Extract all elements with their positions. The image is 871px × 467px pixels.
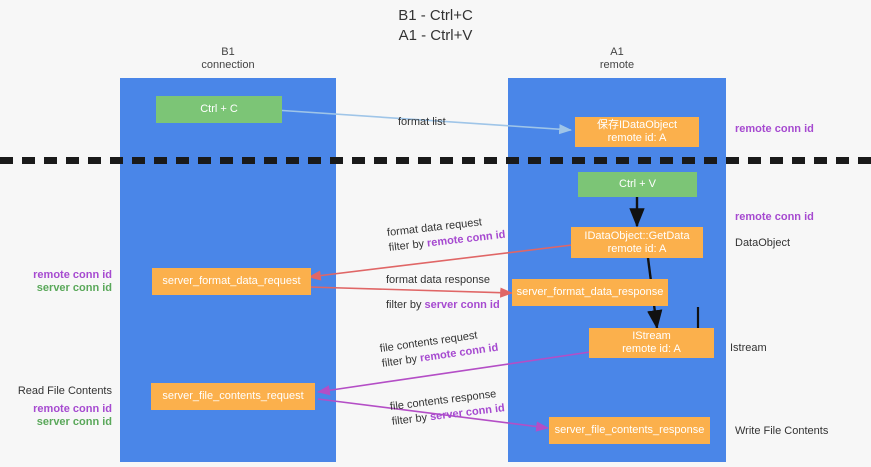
node-server-format-data-response[interactable]: server_format_data_response — [512, 279, 668, 306]
label-left-server-conn-id-bottom: server conn id — [36, 416, 112, 428]
node-server-format-data-request[interactable]: server_format_data_request — [152, 268, 311, 295]
caption-format-data-request: format data request filter by remote con… — [386, 213, 506, 256]
column-header-a1: A1 remote — [599, 46, 635, 71]
caption-file-contents-response-line2: filter by — [391, 411, 431, 428]
node-ctrl-c[interactable]: Ctrl + C — [156, 96, 282, 123]
node-save-idataobject[interactable]: 保存IDataObject remote id: A — [575, 117, 699, 147]
label-right-remote-conn-id-top: remote conn id — [735, 123, 814, 135]
label-right-dataobject: DataObject — [735, 237, 791, 249]
caption-format-data-response-line1: format data response — [386, 274, 490, 286]
caption-file-contents-request-line2: filter by — [381, 352, 421, 370]
label-right-istream: Istream — [730, 342, 767, 354]
caption-format-data-request-line2: filter by — [388, 237, 428, 254]
node-idataobject-getdata[interactable]: IDataObject::GetData remote id: A — [571, 227, 703, 258]
node-ctrl-v[interactable]: Ctrl + V — [578, 172, 697, 197]
node-server-file-contents-response[interactable]: server_file_contents_response — [549, 417, 710, 444]
node-istream[interactable]: IStream remote id: A — [589, 328, 714, 358]
caption-format-list-line1: format list — [398, 116, 446, 128]
node-server-file-contents-request[interactable]: server_file_contents_request — [151, 383, 315, 410]
column-header-b1: B1 connection — [201, 46, 255, 71]
label-left-remote-conn-id-bottom: remote conn id — [33, 403, 112, 415]
caption-file-contents-response: file contents response filter by server … — [389, 386, 506, 430]
caption-format-list: format list — [398, 101, 446, 129]
caption-format-data-response-accent: server conn id — [424, 299, 500, 311]
label-right-write-file-contents: Write File Contents — [735, 425, 829, 437]
label-left-read-file-contents: Read File Contents — [17, 385, 112, 397]
label-left-remote-conn-id-middle: remote conn id — [33, 269, 112, 281]
page-title: B1 - Ctrl+C A1 - Ctrl+V — [398, 7, 473, 44]
caption-format-data-response: format data response filter by server co… — [386, 273, 500, 313]
caption-format-data-response-line2: filter by — [386, 299, 425, 311]
caption-file-contents-request: file contents request filter by remote c… — [379, 326, 499, 372]
label-right-remote-conn-id-middle: remote conn id — [735, 211, 814, 223]
label-left-server-conn-id-middle: server conn id — [36, 282, 112, 294]
